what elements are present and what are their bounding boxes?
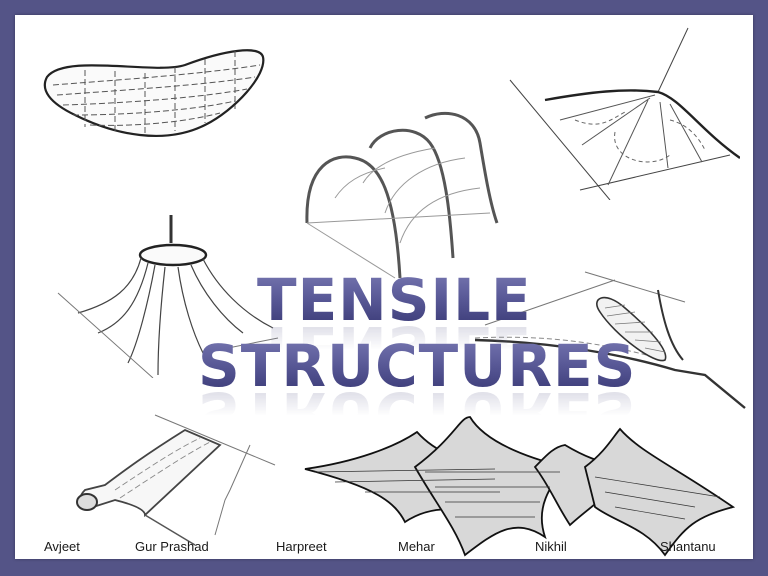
author-name: Nikhil (535, 539, 567, 554)
point-canopy-sketch (500, 20, 740, 200)
arched-tunnel-sketch (285, 103, 505, 283)
ring-tent-sketch (43, 203, 283, 378)
author-name: Harpreet (276, 539, 327, 554)
author-name: Gur Prashad (135, 539, 209, 554)
slide: TENSILE TENSILE STRUCTURES STRUCTURES Av… (15, 15, 753, 559)
title-line-1: TENSILE (257, 266, 532, 334)
title-line-2-reflection: STRUCTURES (198, 379, 637, 447)
eye-loop-sketch (475, 260, 753, 420)
rolled-membrane-sketch (45, 410, 295, 550)
multi-peak-tent-sketch (295, 407, 745, 557)
author-list: Avjeet Gur Prashad Harpreet Mehar Nikhil… (15, 539, 753, 557)
author-name: Shantanu (660, 539, 716, 554)
saddle-shell-sketch (35, 35, 275, 145)
author-name: Avjeet (44, 539, 80, 554)
author-name: Mehar (398, 539, 435, 554)
title-line-2: STRUCTURES (198, 332, 637, 400)
